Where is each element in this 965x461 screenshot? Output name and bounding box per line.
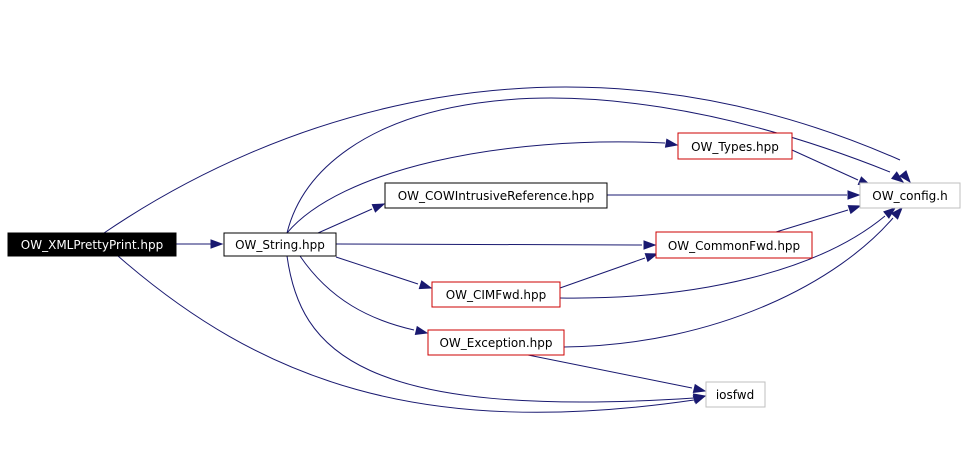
edge-line (527, 354, 693, 389)
edge-string-to-cowintrusive (317, 203, 386, 234)
edge-line (335, 256, 419, 285)
edge-arrowhead (418, 280, 433, 290)
edge-arrowhead (371, 203, 386, 213)
edge-string-to-iosfwd (286, 255, 707, 403)
edge-arrowhead (643, 240, 657, 250)
edge-xmlprettyprint-to-string (176, 239, 224, 249)
nodes-layer: OW_XMLPrettyPrint.hpp OW_String.hpp OW_T… (7, 132, 961, 408)
edge-line (117, 255, 695, 413)
node-label-exception: OW_Exception.hpp (439, 336, 552, 350)
node-label-iosfwd: iosfwd (716, 388, 754, 402)
edge-line (103, 86, 901, 234)
node-box-exception (427, 329, 565, 356)
edge-line (299, 255, 415, 331)
node-label-types: OW_Types.hpp (691, 140, 779, 154)
edge-arrowhead (847, 205, 862, 215)
edge-line (775, 209, 849, 233)
edge-xmlprettyprint-to-iosfwd (117, 255, 707, 413)
edge-arrowhead (644, 253, 659, 263)
edge-commonfwd-to-config (775, 205, 862, 233)
node-ow-cowintrusivereference[interactable]: OW_COWIntrusiveReference.hpp (384, 182, 608, 209)
edge-arrowhead (414, 325, 429, 336)
edge-cimfwd-to-commonfwd (559, 253, 659, 289)
node-label-string: OW_String.hpp (235, 238, 325, 252)
edge-arrowhead (899, 170, 911, 184)
edge-arrowhead (891, 171, 905, 183)
edge-string-to-types (286, 138, 679, 234)
edges-layer (103, 86, 911, 413)
edge-exception-to-config (563, 206, 903, 348)
edge-line (286, 255, 695, 403)
node-label-commonfwd: OW_CommonFwd.hpp (668, 239, 800, 253)
edge-line (559, 257, 646, 289)
edge-xmlprettyprint-to-config (103, 86, 911, 234)
edge-arrowhead (890, 206, 903, 220)
edge-string-to-config (286, 97, 905, 234)
node-label-config: OW_config.h (872, 189, 947, 203)
node-ow-string[interactable]: OW_String.hpp (223, 232, 337, 257)
edge-cowintrusive-to-config (607, 190, 861, 200)
edge-exception-to-iosfwd (527, 354, 707, 394)
edge-arrowhead (692, 393, 707, 403)
node-ow-config[interactable]: OW_config.h (859, 182, 961, 209)
node-iosfwd[interactable]: iosfwd (705, 381, 766, 408)
node-box-commonfwd (655, 231, 813, 259)
node-ow-xmlprettyprint[interactable]: OW_XMLPrettyPrint.hpp (7, 232, 177, 257)
node-label-xmlprettyprint: OW_XMLPrettyPrint.hpp (21, 238, 163, 252)
node-box-string (223, 232, 337, 257)
node-box-iosfwd (705, 381, 766, 408)
edge-line (563, 217, 894, 348)
node-box-cowintrusive (384, 182, 608, 209)
edge-string-to-exception (299, 255, 429, 336)
node-ow-exception[interactable]: OW_Exception.hpp (427, 329, 565, 356)
node-box-config (859, 182, 961, 209)
node-label-cimfwd: OW_CIMFwd.hpp (446, 288, 547, 302)
node-ow-types[interactable]: OW_Types.hpp (677, 132, 793, 160)
edge-line (317, 208, 373, 234)
edge-line (335, 243, 643, 246)
edge-arrowhead (210, 239, 224, 249)
edge-line (286, 97, 891, 234)
edge-string-to-commonfwd (335, 240, 657, 250)
edge-line (559, 215, 886, 299)
edge-arrowhead (692, 383, 707, 394)
node-box-xmlprettyprint (7, 232, 177, 257)
edge-types-to-config (791, 149, 872, 186)
node-label-cowintrusive: OW_COWIntrusiveReference.hpp (398, 189, 595, 203)
edge-line (286, 141, 666, 234)
edge-arrowhead (664, 138, 679, 148)
edge-line (791, 149, 859, 181)
node-box-cimfwd (431, 281, 561, 308)
node-box-types (677, 132, 793, 160)
node-ow-commonfwd[interactable]: OW_CommonFwd.hpp (655, 231, 813, 259)
node-ow-cimfwd[interactable]: OW_CIMFwd.hpp (431, 281, 561, 308)
edge-arrowhead (847, 190, 861, 200)
edge-string-to-cimfwd (335, 256, 433, 290)
